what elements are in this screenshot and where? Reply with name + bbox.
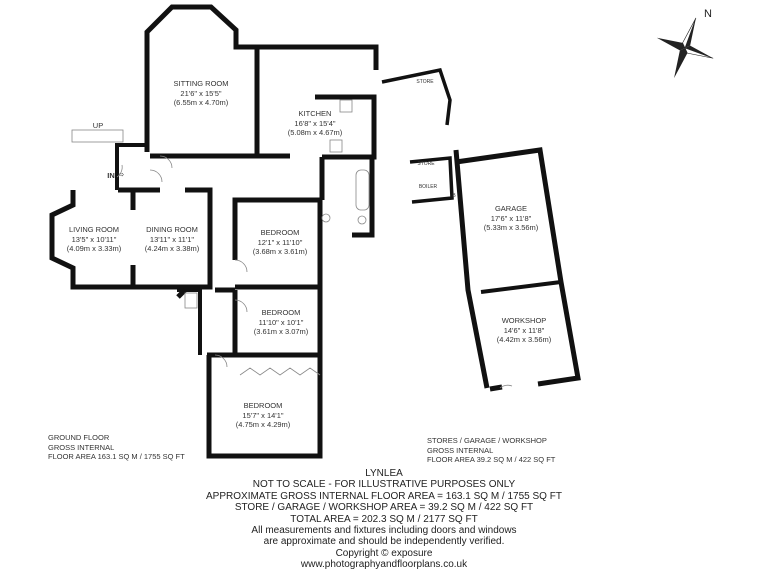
entrance-arrow-icon: ⇨ xyxy=(117,170,125,179)
room-size-imperial: 13'5" x 10'11" xyxy=(71,234,117,244)
wall-garage xyxy=(453,149,490,389)
room-name: BEDROOM xyxy=(260,228,300,237)
stairs-up-label: UP xyxy=(92,121,104,130)
note-line: STORES / GARAGE / WORKSHOP xyxy=(427,436,547,445)
toilet-icon xyxy=(357,215,367,225)
note-line: FLOOR AREA 39.2 SQ M / 422 SQ FT xyxy=(427,455,556,464)
store-side-label: STORE xyxy=(417,161,435,167)
note-line: GROSS INTERNAL xyxy=(48,442,115,452)
wall-kitchen xyxy=(257,44,379,70)
property-name: LYNLEA xyxy=(365,468,403,479)
room-label-bedroom-2: BEDROOM 11'10" x 10'1" (3.61m x 3.07m) xyxy=(254,308,309,337)
room-size-imperial: 17'6" x 11'8" xyxy=(490,213,532,223)
compass-north-label: N xyxy=(704,8,712,20)
website-link[interactable]: www.photographyandfloorplans.co.uk xyxy=(300,559,468,571)
footer-line: APPROXIMATE GROSS INTERNAL FLOOR AREA = … xyxy=(206,490,562,502)
door-swing xyxy=(159,155,173,169)
wc-icon xyxy=(184,292,198,309)
room-size-metric: (3.68m x 3.61m) xyxy=(252,247,308,256)
footer-line: STORE / GARAGE / WORKSHOP AREA = 39.2 SQ… xyxy=(234,502,534,514)
room-name: SITTING ROOM xyxy=(173,79,229,88)
footer-line: are approximate and should be independen… xyxy=(263,536,505,548)
wall-workshop-bottom xyxy=(489,384,503,392)
room-size-imperial: 11'10" x 10'1" xyxy=(258,317,304,327)
footer-summary: LYNLEA NOT TO SCALE - FOR ILLUSTRATIVE P… xyxy=(0,468,768,571)
copyright-line: Copyright © exposure xyxy=(335,547,433,559)
wall-garage-workshop-divider xyxy=(480,280,562,294)
wall-cloakroom xyxy=(177,288,202,355)
room-size-imperial: 14'6" x 11'8" xyxy=(503,325,545,335)
room-size-metric: (4.42m x 3.56m) xyxy=(496,335,552,344)
room-size-imperial: 15'7" x 14'1" xyxy=(242,410,284,420)
north-arrow-compass-icon xyxy=(656,17,714,79)
room-size-imperial: 21'6" x 15'5" xyxy=(180,88,222,98)
wall-garage-outer xyxy=(455,147,581,387)
boiler-label: BOILER xyxy=(418,184,438,190)
room-label-kitchen: KITCHEN 16'8" x 15'4" (5.08m x 4.67m) xyxy=(288,109,343,138)
wall-porch xyxy=(115,143,145,190)
wall-living-dining xyxy=(49,187,213,290)
room-name: DINING ROOM xyxy=(146,225,198,234)
room-size-imperial: 16'8" x 15'4" xyxy=(294,118,336,128)
room-name: GARAGE xyxy=(494,204,528,213)
room-size-imperial: 12'1" x 11'10" xyxy=(257,237,303,247)
bath-icon xyxy=(355,169,370,211)
wall-bathroom xyxy=(352,157,375,238)
room-label-dining-room: DINING ROOM 13'11" x 11'1" (4.24m x 3.38… xyxy=(145,225,200,254)
wall-store-side xyxy=(409,156,454,204)
room-label-workshop: WORKSHOP 14'6" x 11'8" (4.42m x 3.56m) xyxy=(497,316,552,345)
hob-icon xyxy=(339,99,353,113)
porch-steps xyxy=(71,129,124,143)
door-swing xyxy=(499,384,513,389)
basin-icon xyxy=(321,213,331,223)
room-name: WORKSHOP xyxy=(501,316,547,325)
room-size-metric: (4.24m x 3.38m) xyxy=(144,244,200,253)
door-swing xyxy=(149,169,163,183)
door-swing xyxy=(234,259,248,273)
room-label-sitting-room: SITTING ROOM 21'6" x 15'5" (6.55m x 4.70… xyxy=(174,79,229,108)
wall-store-top xyxy=(381,67,452,126)
room-name: KITCHEN xyxy=(298,109,332,118)
wardrobe-doors xyxy=(239,367,321,376)
boiler-mark: B xyxy=(452,193,456,199)
room-size-metric: (5.08m x 4.67m) xyxy=(287,128,343,137)
footer-line: TOTAL AREA = 202.3 SQ M / 2177 SQ FT xyxy=(290,513,478,525)
room-size-metric: (3.61m x 3.07m) xyxy=(253,327,309,336)
stores-area-note: STORES / GARAGE / WORKSHOP GROSS INTERNA… xyxy=(427,436,555,465)
room-label-garage: GARAGE 17'6" x 11'8" (5.33m x 3.56m) xyxy=(484,204,539,233)
door-swing xyxy=(214,354,228,368)
wall-corner xyxy=(176,288,187,299)
ground-floor-area-note: GROUND FLOOR GROSS INTERNAL FLOOR AREA 1… xyxy=(48,433,185,462)
entrance-in-label: IN xyxy=(107,171,115,180)
wall-kitchen-inner xyxy=(315,94,377,160)
sink-icon xyxy=(329,139,343,153)
store-top-label: STORE xyxy=(416,79,434,85)
room-name: BEDROOM xyxy=(243,401,283,410)
wall-sitting-room xyxy=(144,4,260,159)
note-line: GROSS INTERNAL xyxy=(427,445,494,455)
footer-line: NOT TO SCALE - FOR ILLUSTRATIVE PURPOSES… xyxy=(252,479,516,491)
note-line: FLOOR AREA 163.1 SQ M / 1755 SQ FT xyxy=(48,452,185,461)
room-size-metric: (6.55m x 4.70m) xyxy=(173,98,229,107)
room-label-bedroom-1: BEDROOM 12'1" x 11'10" (3.68m x 3.61m) xyxy=(253,228,308,257)
room-size-metric: (4.75m x 4.29m) xyxy=(235,420,291,429)
room-name: LIVING ROOM xyxy=(68,225,120,234)
room-name: BEDROOM xyxy=(261,308,301,317)
footer-line: All measurements and fixtures including … xyxy=(251,525,517,537)
wall-bedroom-3 xyxy=(206,352,323,459)
room-size-metric: (5.33m x 3.56m) xyxy=(483,223,539,232)
door-swing xyxy=(116,164,123,178)
room-label-bedroom-3: BEDROOM 15'7" x 14'1" (4.75m x 4.29m) xyxy=(236,401,291,430)
room-size-metric: (4.09m x 3.33m) xyxy=(66,244,122,253)
room-label-living-room: LIVING ROOM 13'5" x 10'11" (4.09m x 3.33… xyxy=(67,225,122,254)
room-size-imperial: 13'11" x 11'1" xyxy=(149,234,195,244)
note-line: GROUND FLOOR xyxy=(48,433,110,442)
door-swing xyxy=(234,299,248,313)
